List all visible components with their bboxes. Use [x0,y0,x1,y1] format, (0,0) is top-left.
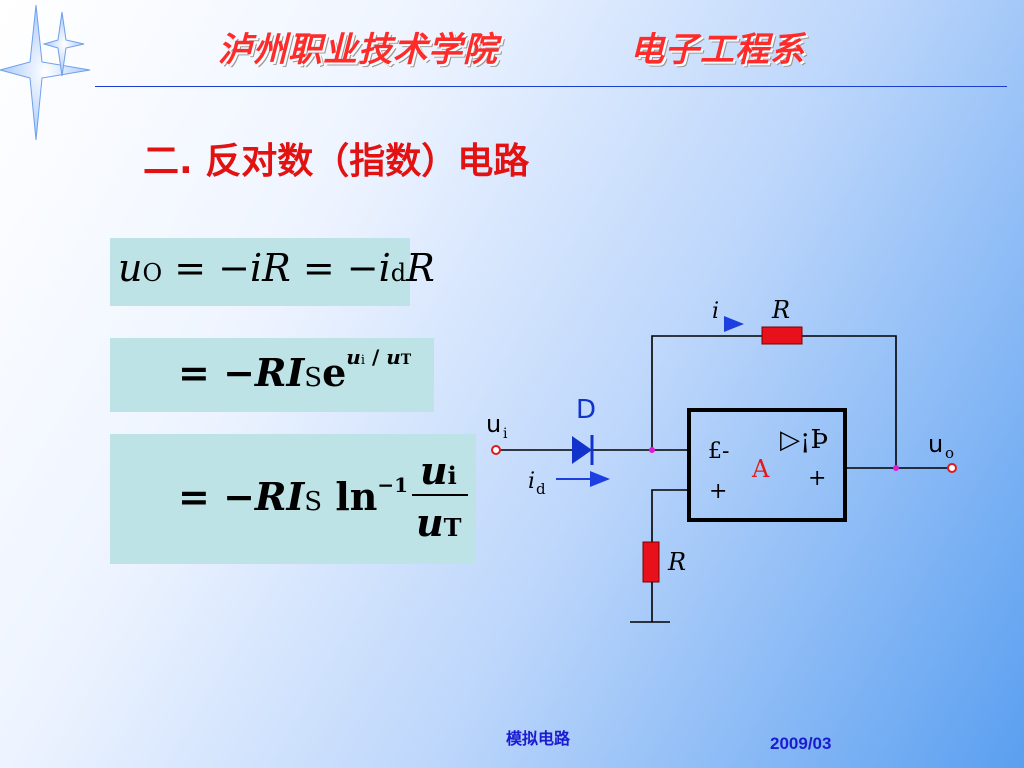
eq2-exp-slash: / [365,345,387,369]
ground-resistor [642,541,660,583]
label-d: D [576,395,596,425]
equation-3-denominator: uT [416,500,462,545]
label-i: i [712,299,719,324]
opamp-symbol-label: ▷¡Þ [780,425,828,455]
label-uo-u: u [928,430,943,458]
equation-box-2: = −RISeui / uT [110,338,434,412]
input-terminal [491,445,501,455]
label-uo-sub: o [945,444,954,462]
fraction-bar [412,494,468,496]
section-title: 二. 反对数（指数）电路 [143,141,530,182]
eq3-num-u: u [420,448,448,493]
diode-icon [572,436,592,464]
label-id-sub: d [536,480,546,498]
opamp-a-label: A [751,455,770,483]
eq1-r: R [262,246,291,290]
eq3-ln: ln [322,474,378,519]
eq3-num-i: i [447,461,457,490]
label-r-top: R [771,296,790,324]
eq3-ri: RI [254,474,305,519]
opamp-plus-output-label: + [808,466,826,491]
opamp-minus-label: £- [708,439,729,464]
eq1-equals-a: = − [162,246,251,290]
footer-date: 2009/03 [770,734,832,753]
eq2-ri: RI [254,350,305,395]
junction-node-input [649,447,655,453]
department-name: 电子工程系 [630,30,805,70]
eq2-prefix: = − [178,350,255,395]
eq2-exp-i: i [360,353,365,368]
output-terminal [947,463,957,473]
eq2-exp-u: u [346,345,361,369]
eq1-r-2: R [406,246,435,290]
label-id-i: i [528,469,535,494]
equation-3-numerator: ui [420,448,457,493]
eq3-sub-s: S [304,487,323,517]
opamp-box [687,408,847,522]
eq2-exponent: ui / uT [346,345,411,369]
header: 泸州职业技术学院 电子工程系 [0,22,1024,72]
eq1-sub-o: O [142,259,163,287]
feedback-wire-right [802,335,897,468]
eq2-exp-t: T [400,352,412,368]
eq1-sub-d: d [390,259,407,287]
label-r-bottom: R [667,548,686,576]
eq1-u: u [118,246,143,290]
feedback-wire-left [651,335,762,450]
equation-box-1: uO = −iR = −idR [110,238,435,306]
equation-box-3: = −RIS ln−1 ui uT [110,434,476,564]
eq2-exp-u2: u [386,345,401,369]
sparkle-star-icon [0,4,91,141]
footer-course: 模拟电路 [506,729,571,748]
label-ui-sub: i [503,426,508,442]
noninverting-wire [651,489,688,542]
college-name: 泸州职业技术学院 [218,30,498,70]
equation-1: uO = −iR = −idR [118,246,435,290]
eq2-sub-s: S [304,363,323,393]
eq3-den-t: T [443,513,462,542]
eq3-den-u: u [416,500,444,545]
junction-node-output [893,465,899,471]
eq1-i: i [250,246,263,290]
eq2-e: e [322,350,347,395]
label-ui-u: u [486,410,501,438]
opamp-plus-input-label: + [709,479,727,504]
large-star-icon [0,4,91,141]
equation-3-left: = −RIS ln−1 [178,473,409,519]
eq3-prefix: = − [178,474,255,519]
header-divider [95,86,1007,87]
small-star-icon [42,11,85,77]
eq3-sup: −1 [377,473,409,497]
eq1-equals-b: = − [290,246,379,290]
eq1-i-d: i [378,246,391,290]
equation-2: = −RISeui / uT [178,345,411,395]
feedback-resistor [761,326,803,345]
